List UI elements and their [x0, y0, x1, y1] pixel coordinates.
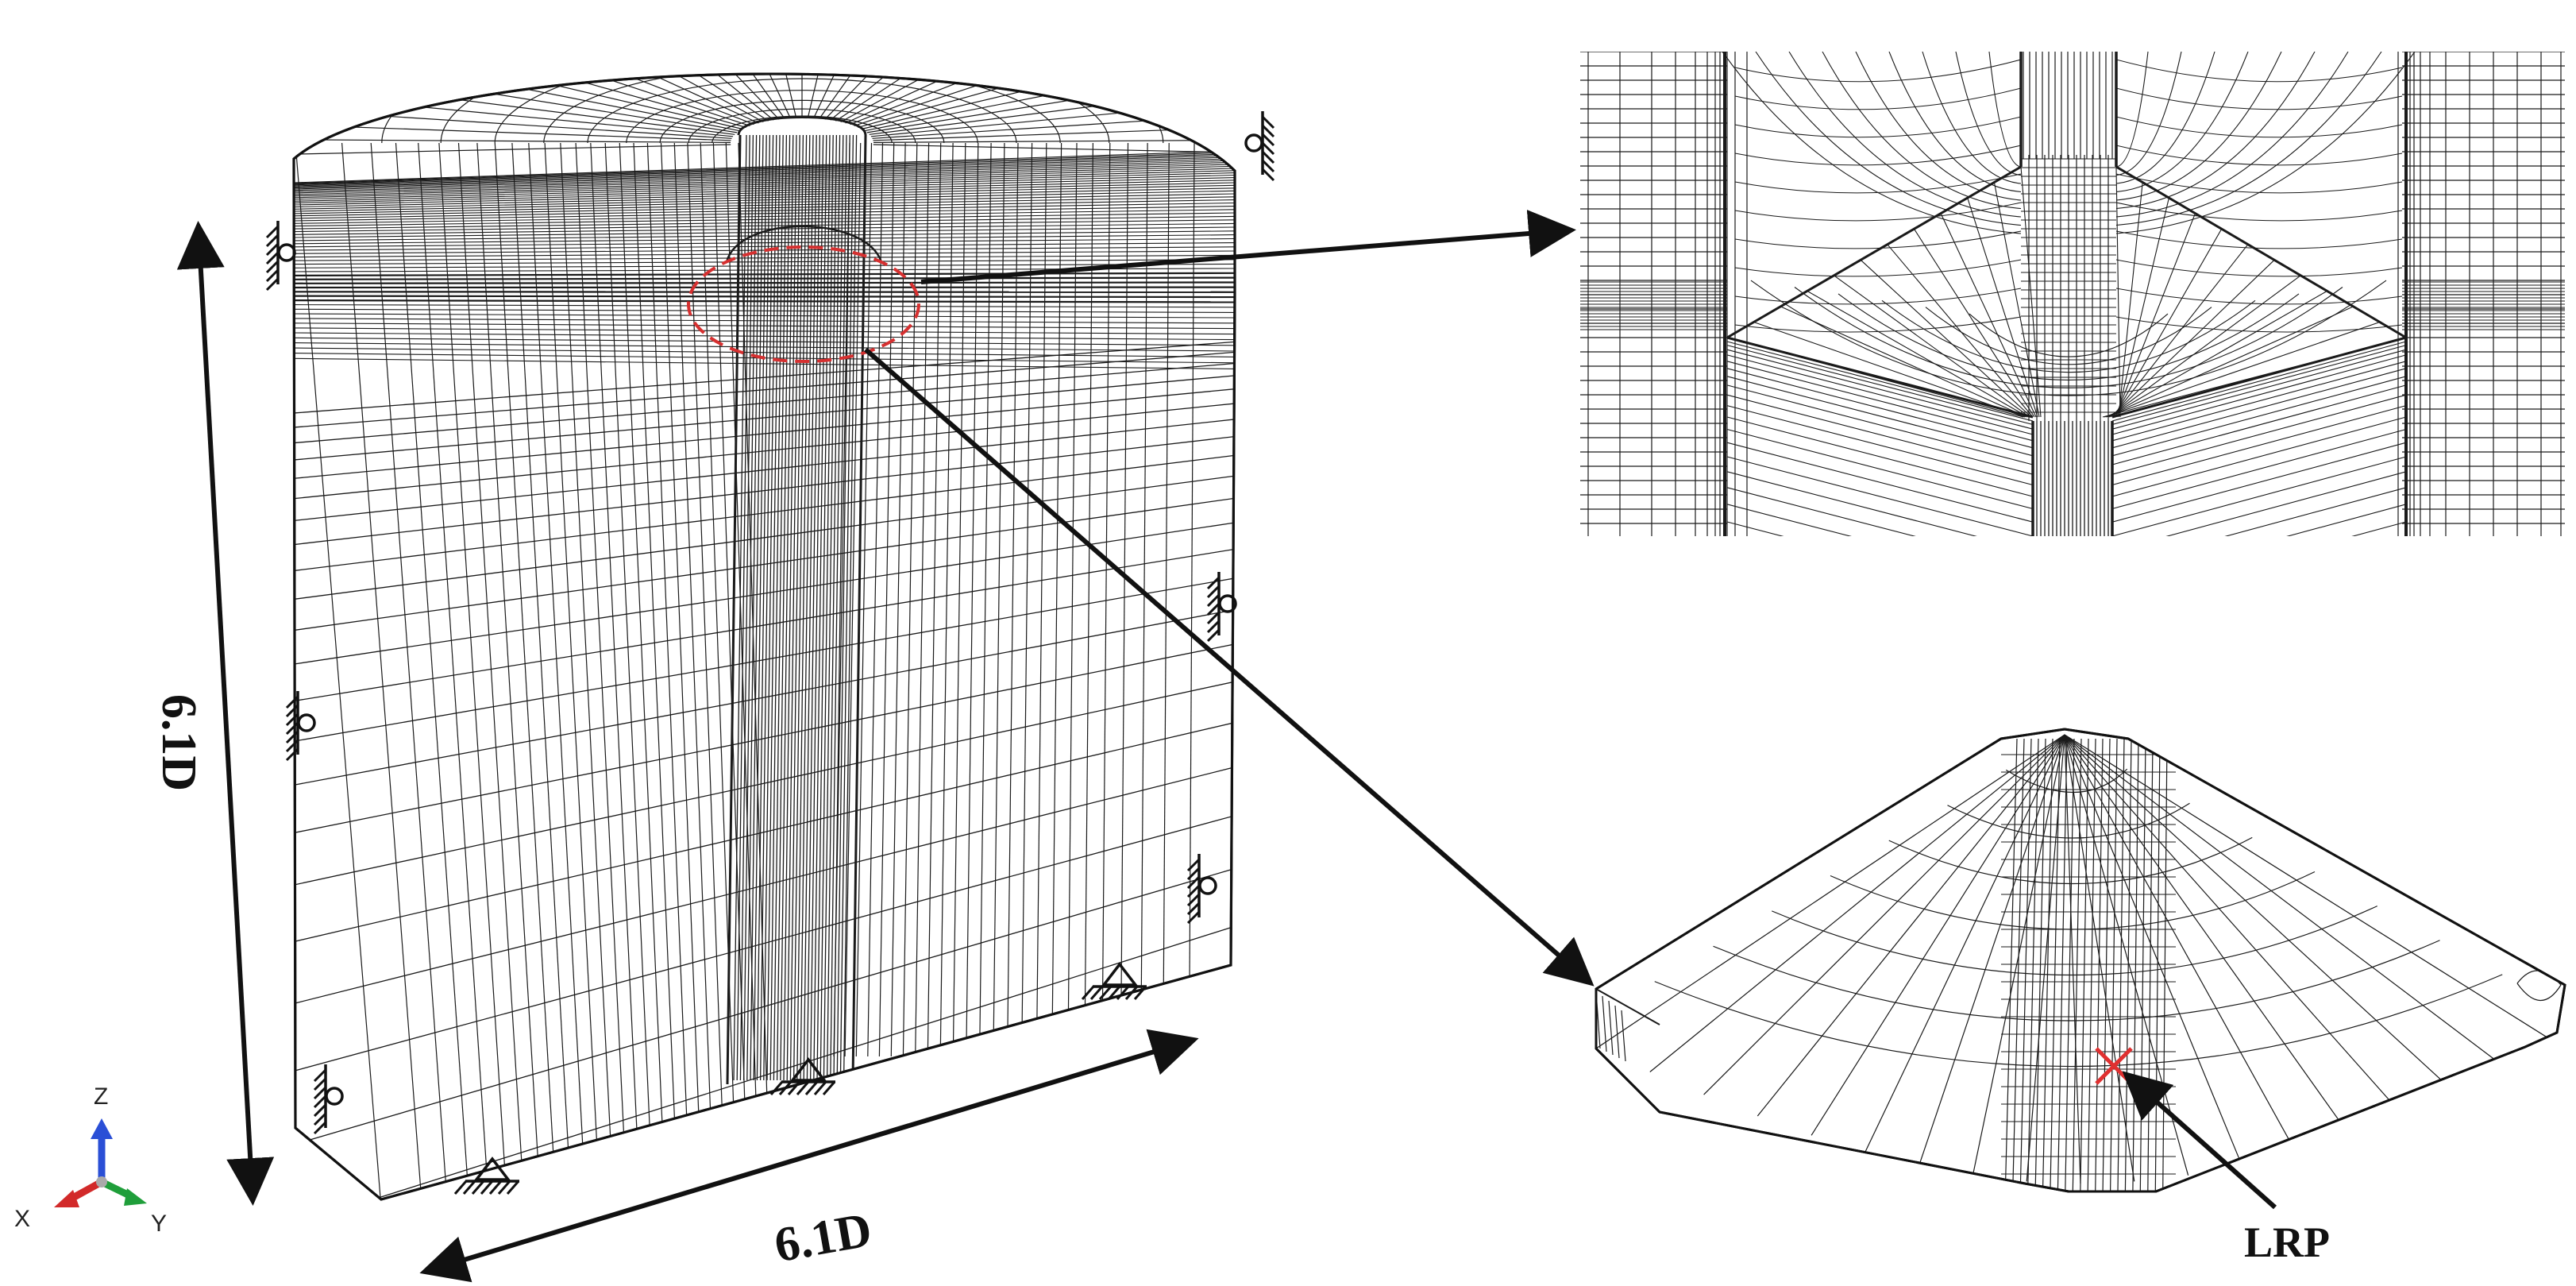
axis-triad-icon: Z X Y — [14, 1083, 167, 1237]
reference-point-label: LRP — [2244, 1218, 2330, 1266]
arrow-to-pyramid — [864, 347, 1595, 987]
arrow-to-zoom — [920, 210, 1576, 284]
dimension-arrows — [176, 221, 1199, 1283]
y-axis-label: Y — [151, 1211, 167, 1237]
arrow-to-lrp — [2122, 1071, 2277, 1210]
height-dimension-arrow — [176, 221, 275, 1206]
soil-mesh-body — [292, 72, 1236, 1201]
width-dimension-arrow — [419, 1029, 1199, 1283]
width-dimension-label: 6.1D — [770, 1203, 875, 1272]
callout-arrows — [864, 210, 2277, 1210]
x-axis-label: X — [14, 1206, 30, 1232]
z-axis-label: Z — [94, 1083, 108, 1110]
zoomed-mesh-detail — [1580, 52, 2565, 536]
height-dimension-label: 6.1D — [152, 694, 206, 791]
pile-tip-mesh — [1595, 728, 2566, 1193]
zoom-region-ellipse — [687, 245, 920, 363]
boundary-supports — [265, 111, 1275, 1195]
